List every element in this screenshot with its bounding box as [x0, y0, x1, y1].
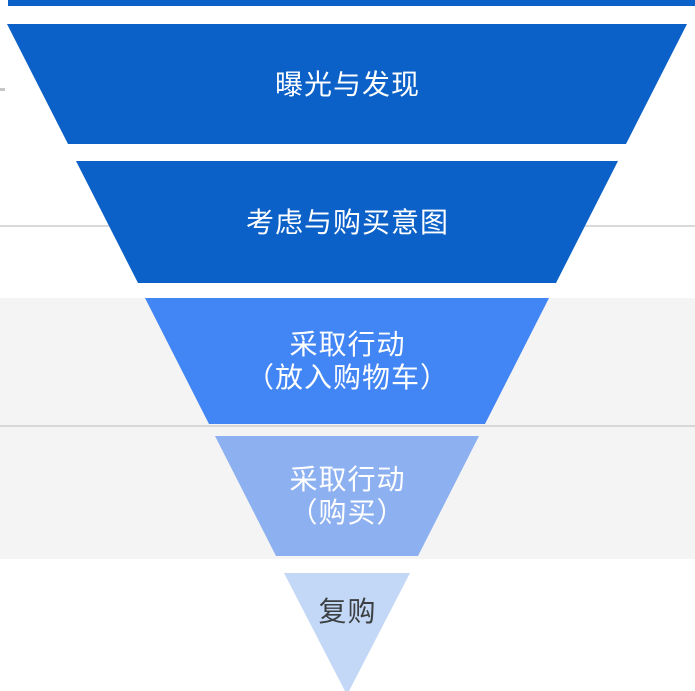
stage-label: 复购	[318, 596, 377, 627]
stage-label: 曝光与发现	[274, 68, 420, 100]
chart-gridline	[0, 425, 695, 427]
stage-label-line-1: 采取行动	[289, 464, 406, 495]
stage-label-line-2: （购买）	[289, 497, 406, 528]
top-edge-bar	[8, 0, 695, 6]
stage-label-line-2: （放入购物车）	[245, 362, 449, 393]
funnel-stage-consideration-intent: 考虑与购买意图	[76, 161, 618, 283]
stage-label-line-1: 采取行动	[289, 329, 406, 360]
axis-tick	[0, 88, 5, 91]
stage-label: 考虑与购买意图	[245, 206, 449, 238]
funnel-stage-exposure-discovery: 曝光与发现	[7, 24, 687, 144]
funnel-stage-action-add-to-cart: 采取行动 （放入购物车）	[145, 298, 549, 424]
funnel-stage-repurchase: 复购	[284, 573, 410, 691]
